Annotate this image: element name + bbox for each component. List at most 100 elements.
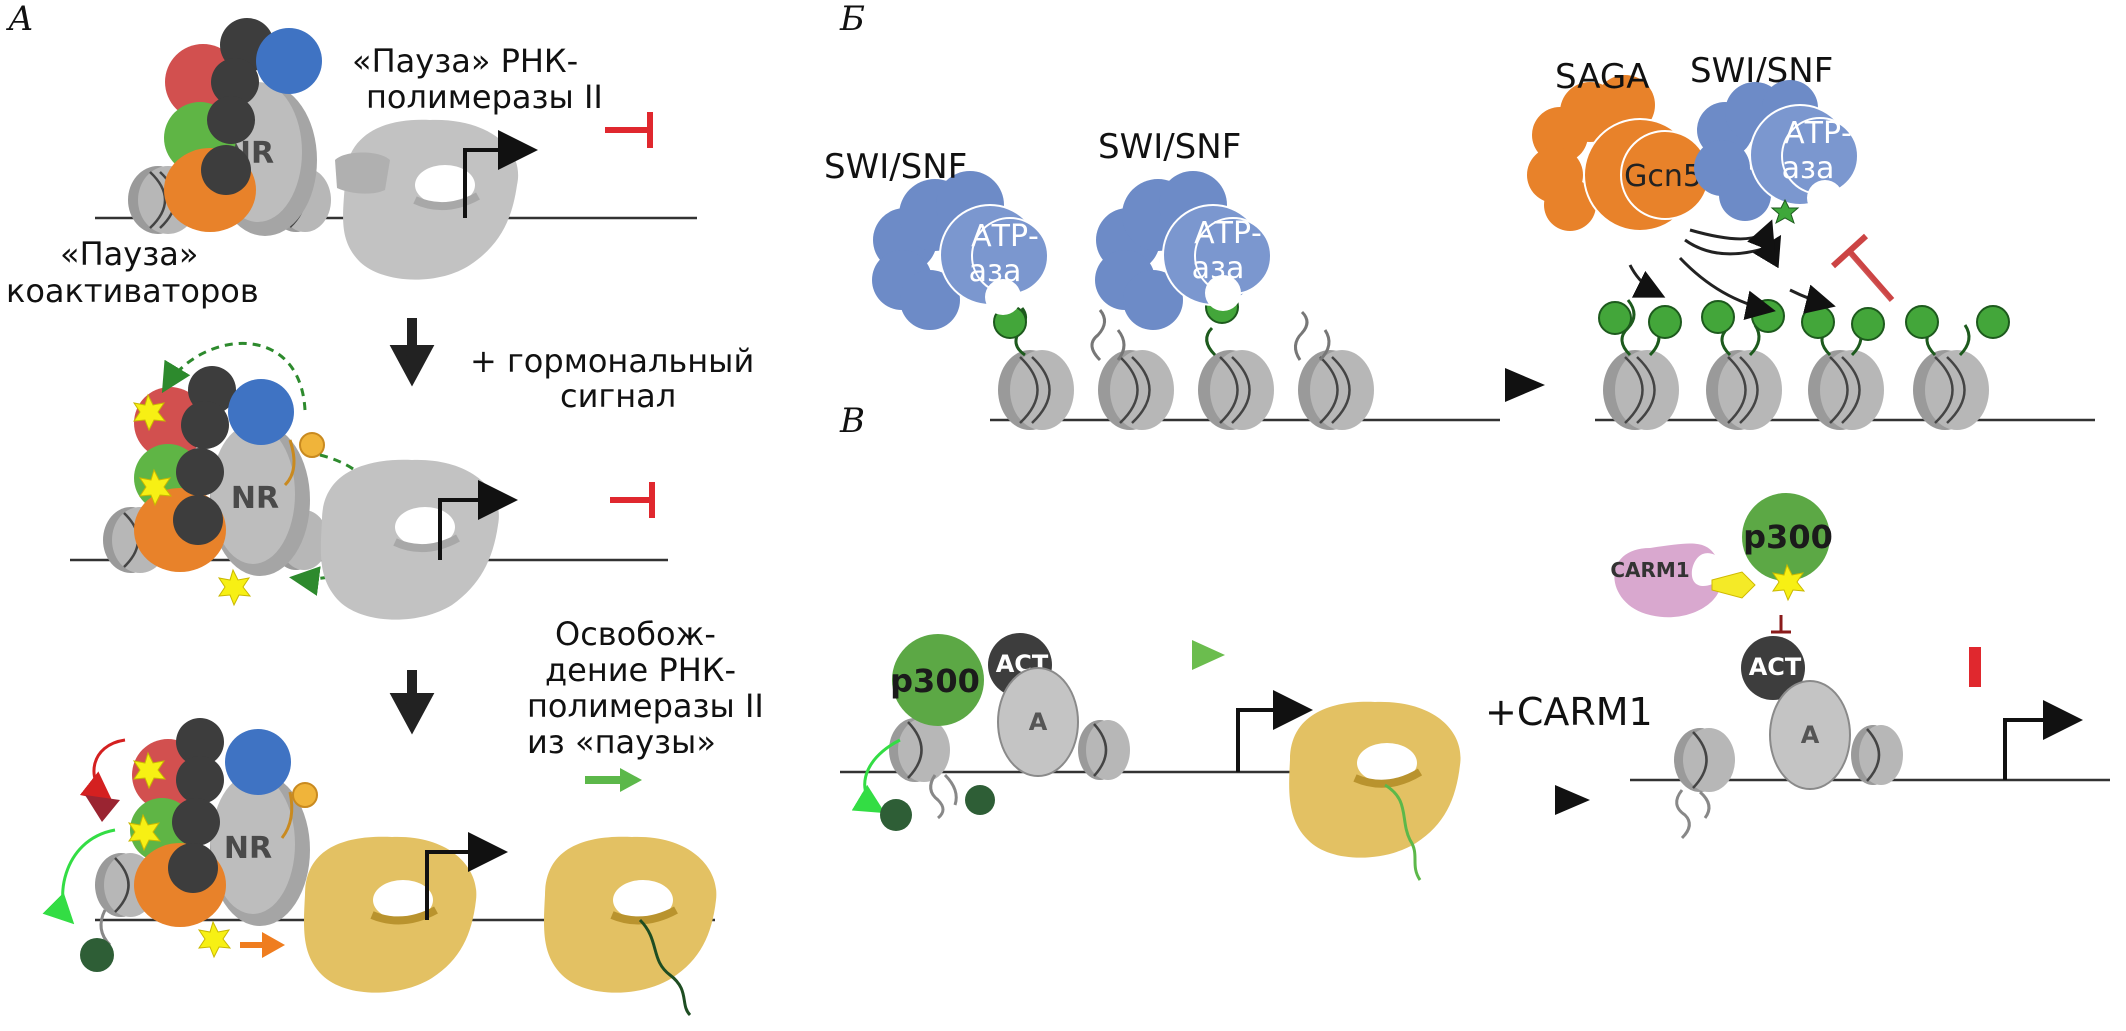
nucleosome — [1808, 350, 1884, 430]
rna-polymerase-grey — [320, 459, 499, 620]
star-marker — [138, 468, 173, 507]
release-label-line2: дение РНК- — [545, 651, 736, 689]
transfer-arrow-head — [262, 932, 285, 958]
atp-label-line1: АТР- — [1194, 216, 1262, 251]
acetyl-mark — [880, 799, 912, 831]
acetyl-mark — [80, 938, 114, 972]
acetyl-mark — [965, 785, 995, 815]
swisnf-complex: АТР- аза — [1694, 80, 1859, 221]
coactivator-dark — [173, 495, 223, 545]
inhibition-bar — [1830, 233, 1869, 269]
histone-tail — [1090, 309, 1106, 362]
step-arrow-down — [389, 670, 435, 735]
star-marker — [1771, 563, 1806, 602]
nucleosome — [1098, 350, 1174, 430]
p300-complex — [1742, 493, 1830, 581]
acetyl-star — [1770, 198, 1800, 225]
panel-a-row3: NR — [42, 718, 717, 1017]
histone-tail — [1205, 326, 1217, 357]
a-label: A — [1801, 721, 1820, 749]
coactivator-dark — [176, 756, 224, 804]
inhibition-symbol — [605, 112, 653, 148]
a-factor — [997, 667, 1079, 777]
rna-polymerase-gold — [303, 836, 477, 993]
rna-polymerase-gold — [1289, 701, 1461, 858]
tss-arrow — [463, 130, 538, 218]
coactivator-dark — [207, 96, 255, 144]
atp-label-line2: аза — [969, 254, 1022, 289]
a-label: A — [1029, 708, 1048, 736]
act-activator — [1741, 636, 1805, 700]
methyl-mark — [85, 795, 120, 822]
step-arrow-down — [389, 318, 435, 387]
panel-a-letter: А — [6, 0, 34, 39]
p300-complex — [892, 634, 984, 726]
pause-coact-label-line1: «Пауза» — [60, 235, 198, 273]
nascent-rna — [1384, 783, 1422, 881]
atp-label-line1: АТР- — [971, 219, 1039, 254]
histone-tail — [929, 774, 945, 820]
a-factor — [1769, 680, 1851, 790]
nr-label: NR — [224, 831, 272, 866]
nucleosome — [1674, 728, 1735, 792]
pause-coact-label-line2: коактиваторов — [6, 272, 259, 310]
saga-label: SAGA — [1555, 57, 1649, 97]
release-label-line3: полимеразы II — [527, 687, 764, 725]
histone-tail — [1294, 310, 1309, 361]
saga-complex: Gcn5 — [1527, 75, 1710, 232]
carm1-enzyme — [1614, 543, 1721, 618]
coactivator-dark — [172, 798, 220, 846]
coactivator-dark — [168, 843, 218, 893]
methylation-arrow — [79, 738, 126, 802]
inhibition-symbol — [1771, 615, 1791, 634]
release-label-line1: Освобож- — [555, 615, 716, 653]
gcn5-label: Gcn5 — [1624, 159, 1702, 194]
phosphorylation-mark — [292, 782, 318, 808]
swisnf-label: SWI/SNF — [824, 147, 967, 187]
acetylation-arrow — [1628, 264, 1666, 298]
swisnf-label: SWI/SNF — [1098, 127, 1241, 167]
dashed-arrow — [289, 453, 384, 596]
tss-arrow — [2003, 700, 2083, 780]
nucleosome — [1078, 720, 1130, 780]
nucleosome — [1298, 350, 1374, 430]
panel-v-letter: В — [839, 401, 865, 441]
swisnf-complex: АТР- аза — [872, 171, 1049, 330]
coactivator-blue — [225, 729, 291, 795]
histone-tail — [1116, 329, 1126, 361]
tss-arrow — [425, 832, 508, 920]
rna-polymerase-grey — [335, 119, 519, 280]
nr-receptor-body — [211, 424, 295, 564]
tss-arrow — [438, 480, 518, 560]
acetylation-arrow — [42, 828, 116, 925]
coactivator-dark — [176, 718, 224, 766]
carm1-plus-label: +CARM1 — [1485, 690, 1653, 734]
nucleosome — [1706, 350, 1782, 430]
hormone-label-line1: + гормональный — [470, 342, 754, 380]
transition-arrow-head — [1555, 785, 1590, 815]
atp-label-line2: аза — [1192, 251, 1245, 286]
atp-label-line2: аза — [1782, 151, 1835, 186]
phosphorylation-stem — [280, 791, 294, 839]
panel-v: p300 ACT A +CARM1 — [840, 493, 2110, 881]
acetylated-tails — [1598, 299, 2010, 357]
activation-arrow-head — [1192, 640, 1225, 670]
swisnf-complex: АТР- аза — [1095, 171, 1272, 330]
coactivator-dark — [201, 145, 251, 195]
star-marker — [132, 393, 167, 432]
hormone-label-line2: сигнал — [560, 377, 676, 415]
coactivator-blue — [256, 28, 322, 94]
nucleosome — [889, 718, 950, 782]
release-arrow-head — [620, 768, 642, 792]
nr-label: NR — [231, 481, 279, 516]
pause-pol-label-line1: «Пауза» РНК- — [352, 42, 578, 80]
star-marker — [132, 751, 167, 790]
acetylation-arrow — [1678, 256, 1776, 320]
coactivator-dark — [176, 448, 224, 496]
acetylation-arrow — [1684, 234, 1782, 269]
histone-tail — [1675, 789, 1691, 840]
pause-pol-label-line2: полимеразы II — [366, 78, 603, 116]
dashed-arrow — [161, 341, 307, 411]
star-marker — [127, 813, 162, 852]
